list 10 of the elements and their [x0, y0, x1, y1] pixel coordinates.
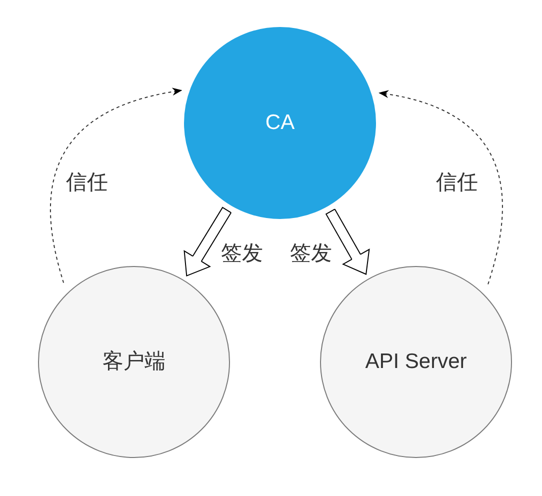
dashed-arrow — [50, 88, 182, 284]
circle-node — [38, 266, 230, 458]
block-arrow — [184, 206, 232, 276]
circle-node — [320, 266, 512, 458]
node-label: API Server — [365, 350, 467, 374]
node-label: CA — [265, 110, 295, 136]
dashed-arrow — [378, 90, 503, 285]
circle-node — [184, 27, 376, 219]
block-arrow — [325, 208, 370, 275]
node-label: 客户端 — [102, 350, 166, 374]
